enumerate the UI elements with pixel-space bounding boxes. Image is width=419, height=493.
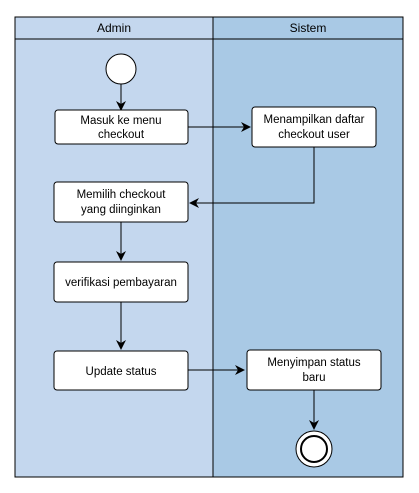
action-menyimpan-box bbox=[246, 349, 382, 391]
action-verifikasi-label: verifikasi pembayaran bbox=[65, 277, 177, 289]
action-memilih-label-line1: Memilih checkout bbox=[77, 189, 167, 201]
action-memilih-label-line2: yang diinginkan bbox=[81, 204, 161, 216]
action-masuk-box bbox=[54, 109, 189, 145]
action-masuk-label-line1: Masuk ke menu bbox=[80, 115, 161, 127]
lane-admin-body bbox=[14, 38, 214, 478]
action-menampilkan: Menampilkan daftar checkout user bbox=[251, 106, 377, 148]
edge-menampilkan-to-memilih bbox=[189, 147, 315, 208]
lane-sistem: Sistem bbox=[212, 16, 404, 478]
start-node bbox=[105, 53, 137, 85]
end-node-inner bbox=[300, 435, 328, 463]
lane-admin-title: Admin bbox=[97, 21, 131, 35]
lane-sistem-body bbox=[212, 38, 404, 478]
action-menampilkan-label-line2: checkout user bbox=[278, 129, 350, 141]
action-update-box bbox=[53, 350, 189, 391]
action-menyimpan: Menyimpan status baru bbox=[246, 349, 382, 391]
end-node bbox=[295, 430, 333, 468]
action-masuk: Masuk ke menu checkout bbox=[54, 109, 189, 145]
action-verifikasi-box bbox=[53, 261, 189, 303]
lane-sistem-title: Sistem bbox=[290, 21, 327, 35]
action-menyimpan-label-line2: baru bbox=[302, 372, 325, 384]
action-verifikasi: verifikasi pembayaran bbox=[53, 261, 189, 303]
action-memilih: Memilih checkout yang diinginkan bbox=[53, 181, 189, 223]
action-update: Update status bbox=[53, 350, 189, 391]
lane-admin: Admin bbox=[14, 16, 214, 478]
action-menampilkan-box bbox=[251, 106, 377, 148]
action-menampilkan-label-line1: Menampilkan daftar bbox=[264, 114, 365, 126]
action-masuk-label-line2: checkout bbox=[98, 129, 145, 141]
edges bbox=[116, 84, 319, 430]
action-update-label: Update status bbox=[86, 366, 157, 378]
action-memilih-box bbox=[53, 181, 189, 223]
action-menyimpan-label-line1: Menyimpan status bbox=[267, 357, 361, 369]
